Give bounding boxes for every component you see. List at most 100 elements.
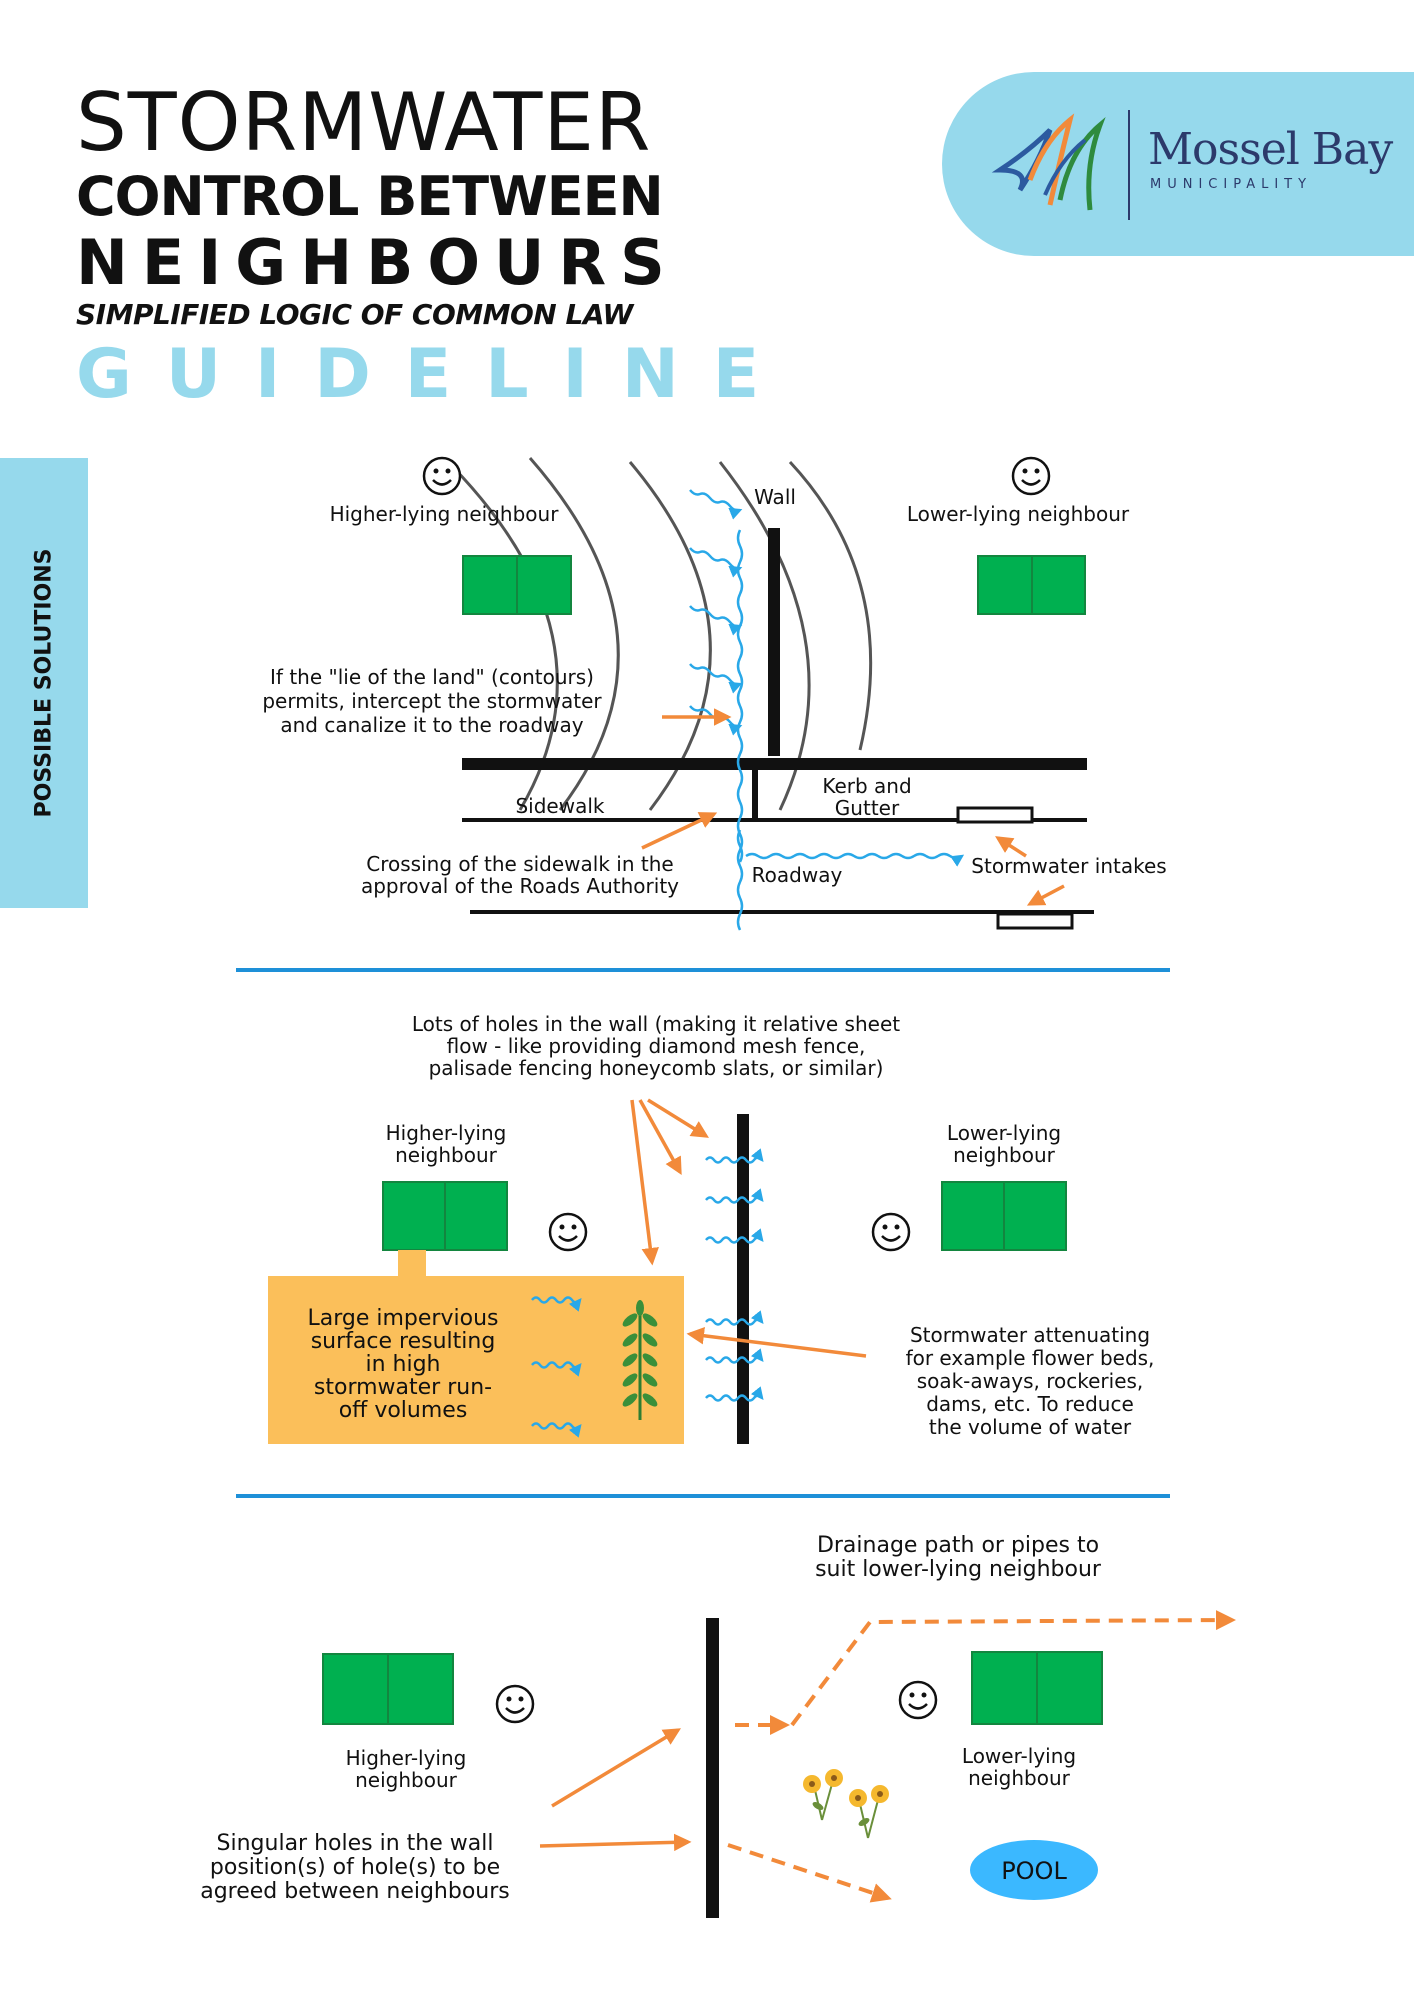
section-divider (236, 968, 1170, 972)
drainage-path (727, 1610, 1236, 1903)
label-lower-lying: Lower-lying neighbour (947, 1121, 1061, 1167)
holes-note: Lots of holes in the wall (making it rel… (412, 1012, 900, 1080)
svg-text:for example flower beds,: for example flower beds, (906, 1346, 1155, 1370)
label-sidewalk: Sidewalk (515, 794, 604, 818)
house-icon (941, 1181, 1067, 1251)
house-icon (462, 555, 572, 615)
svg-text:Large impervious: Large impervious (308, 1306, 499, 1331)
side-tab: POSSIBLE SOLUTIONS (0, 458, 88, 908)
surface-runoff-waves (531, 1296, 582, 1438)
svg-text:neighbour: neighbour (968, 1766, 1071, 1790)
svg-text:approval of the Roads Authorit: approval of the Roads Authority (361, 874, 679, 898)
svg-text:Drainage path or pipes to: Drainage path or pipes to (817, 1533, 1099, 1558)
label-stormwater-intakes: Stormwater intakes (971, 854, 1166, 878)
svg-text:permits, intercept the stormwa: permits, intercept the stormwater (262, 689, 602, 713)
svg-text:Crossing of the sidewalk in th: Crossing of the sidewalk in the (366, 852, 673, 876)
svg-text:in high: in high (365, 1352, 440, 1377)
svg-text:flow - like providing diamond: flow - like providing diamond mesh fence… (447, 1034, 866, 1058)
arrow-intake-lower (1026, 884, 1065, 906)
arrow-holes-3 (647, 1098, 709, 1138)
svg-text:Singular holes in the wall: Singular holes in the wall (217, 1831, 494, 1856)
smiley-icon (548, 1212, 588, 1252)
label-higher-lying: Higher-lying neighbour (346, 1746, 467, 1792)
stormwater-intake (956, 806, 1034, 824)
svg-text:position(s) of hole(s) to be: position(s) of hole(s) to be (210, 1855, 500, 1880)
svg-text:Higher-lying: Higher-lying (346, 1746, 467, 1770)
label-kerb: Kerb and (822, 774, 911, 798)
stormwater-intake (996, 912, 1074, 930)
impervious-surface (268, 1276, 684, 1444)
smiley-icon (422, 456, 462, 496)
property-line (462, 758, 1087, 770)
guideline-heading: GUIDELINE (76, 335, 794, 414)
smiley-icon (898, 1680, 938, 1720)
svg-text:Stormwater attenuating: Stormwater attenuating (910, 1323, 1150, 1347)
label-lower-lying: Lower-lying neighbour (962, 1744, 1076, 1790)
singular-note: Singular holes in the wall position(s) o… (200, 1831, 510, 1904)
svg-text:Lots of holes in the wall (mak: Lots of holes in the wall (making it rel… (412, 1012, 900, 1036)
arrow-singular-2 (539, 1833, 692, 1852)
wall (768, 528, 780, 756)
smiley-icon (1011, 456, 1051, 496)
logo-name: Mossel Bay (1148, 124, 1393, 175)
svg-text:Lower-lying: Lower-lying (962, 1744, 1076, 1768)
pool-label: POOL (1001, 1857, 1067, 1885)
logo-subtitle: MUNICIPALITY (1150, 177, 1313, 192)
svg-text:palisade fencing honeycomb sla: palisade fencing honeycomb slats, or sim… (429, 1056, 884, 1080)
svg-text:If the "lie of the land" (cont: If the "lie of the land" (contours) (270, 665, 594, 689)
arrow-holes-1 (630, 1099, 659, 1266)
surface-connector (398, 1250, 426, 1278)
plant-icon (622, 1300, 658, 1420)
arrow-intake-upper (995, 836, 1027, 858)
arrow-holes-2 (638, 1099, 682, 1176)
label-lower-lying: Lower-lying neighbour (907, 502, 1130, 526)
title-block: STORMWATER CONTROL BETWEEN NEIGHBOURS SI… (76, 76, 794, 418)
house-icon (977, 555, 1086, 615)
sidewalk-edge (462, 818, 1087, 822)
section-divider (236, 1494, 1170, 1498)
svg-text:surface resulting: surface resulting (311, 1329, 496, 1354)
crossing-note: Crossing of the sidewalk in the approval… (361, 852, 679, 898)
label-gutter: Gutter (835, 796, 900, 820)
svg-text:and canalize it to the roadway: and canalize it to the roadway (280, 713, 583, 737)
smiley-icon (495, 1684, 535, 1724)
road-edge (470, 910, 1094, 914)
svg-text:suit lower-lying neighbour: suit lower-lying neighbour (815, 1557, 1102, 1582)
attenuating-note: Stormwater attenuating for example flowe… (906, 1323, 1155, 1439)
smiley-icon (871, 1212, 911, 1252)
drainage-note: Drainage path or pipes to suit lower-lyi… (815, 1533, 1102, 1582)
label-higher-lying: Higher-lying neighbour (330, 502, 560, 526)
arrow-crossing (641, 812, 718, 850)
pool (970, 1840, 1098, 1900)
svg-text:the volume of water: the volume of water (929, 1415, 1132, 1439)
logo-divider (1128, 110, 1130, 220)
logo-badge: Mossel Bay MUNICIPALITY (942, 72, 1414, 256)
logo-mark-icon (991, 113, 1106, 211)
subtitle: SIMPLIFIED LOGIC OF COMMON LAW (76, 298, 633, 331)
flower-icon (803, 1769, 843, 1821)
title-line-control: CONTROL BETWEEN (76, 165, 664, 228)
svg-text:Higher-lying: Higher-lying (386, 1121, 507, 1145)
label-higher-lying: Higher-lying neighbour (386, 1121, 507, 1167)
sidewalk-crossing-channel (752, 770, 758, 822)
title-line-stormwater: STORMWATER (76, 76, 652, 169)
flower-icon (849, 1785, 889, 1839)
svg-text:dams, etc. To reduce: dams, etc. To reduce (926, 1392, 1134, 1416)
label-wall: Wall (754, 485, 796, 509)
surface-label: Large impervious surface resulting in hi… (308, 1306, 499, 1423)
svg-text:stormwater run-: stormwater run- (314, 1375, 492, 1400)
svg-text:off volumes: off volumes (339, 1398, 468, 1423)
svg-text:Lower-lying: Lower-lying (947, 1121, 1061, 1145)
house-icon (971, 1651, 1103, 1725)
svg-text:soak-aways, rockeries,: soak-aways, rockeries, (917, 1369, 1144, 1393)
arrow-singular-1 (551, 1728, 681, 1808)
title-line-neighbours: NEIGHBOURS (76, 226, 679, 299)
svg-text:neighbour: neighbour (355, 1768, 458, 1792)
svg-text:agreed between neighbours: agreed between neighbours (200, 1879, 510, 1904)
house-icon (322, 1653, 454, 1725)
house-icon (382, 1181, 508, 1251)
wall (706, 1618, 719, 1918)
intercept-note: If the "lie of the land" (contours) perm… (262, 665, 602, 737)
label-roadway: Roadway (752, 863, 843, 887)
